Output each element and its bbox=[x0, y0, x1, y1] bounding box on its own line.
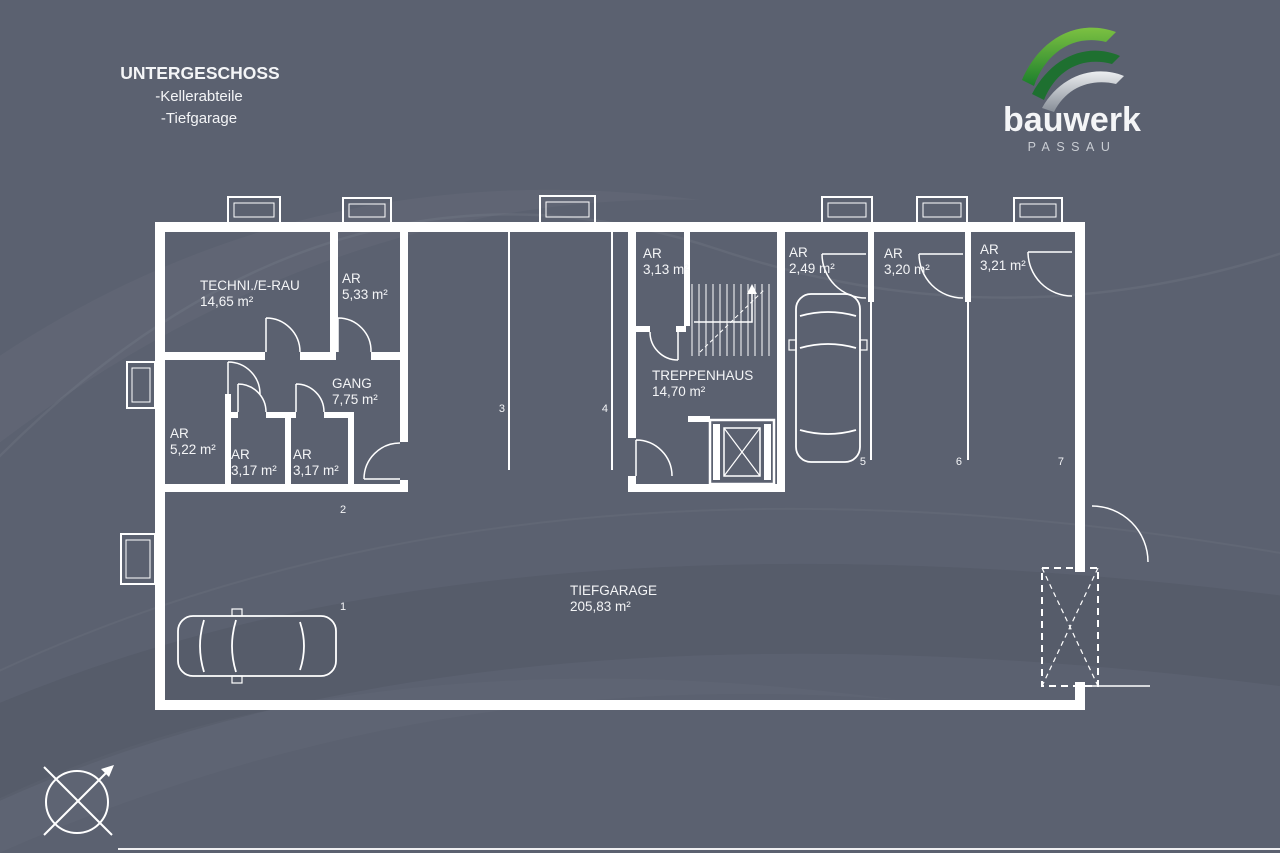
background-decor bbox=[0, 213, 1280, 801]
room-area-tiefgarage: 205,83 m² bbox=[570, 599, 631, 614]
room-label-gang: GANG bbox=[332, 376, 372, 391]
room-label-treppenhaus: TREPPENHAUS bbox=[652, 368, 753, 383]
door-swings bbox=[227, 251, 1073, 480]
room-label-ar317b: AR bbox=[293, 447, 312, 462]
room-label-tiefgarage: TIEFGARAGE bbox=[570, 583, 657, 598]
window-icon bbox=[342, 197, 392, 224]
page-header: UNTERGESCHOSS -Kellerabteile -Tiefgarage bbox=[120, 63, 279, 127]
room-labels: TECHNI./E-RAU 14,65 m² AR 5,33 m² GANG 7… bbox=[170, 242, 1026, 614]
logo-city-text: PASSAU bbox=[1028, 140, 1117, 154]
room-area-treppenhaus: 14,70 m² bbox=[652, 384, 706, 399]
parking-dividers bbox=[508, 232, 969, 470]
parking-number-2: 2 bbox=[340, 504, 346, 516]
car-icon bbox=[788, 293, 868, 463]
room-label-ar320: AR bbox=[884, 246, 903, 261]
room-area-ar321: 3,21 m² bbox=[980, 258, 1026, 273]
logo-brand-text: bauwerk bbox=[1003, 101, 1141, 139]
window-icon bbox=[120, 533, 156, 585]
parking-number-4: 4 bbox=[602, 403, 608, 415]
car-icon bbox=[177, 608, 337, 684]
window-icon bbox=[227, 196, 281, 224]
room-label-ar249: AR bbox=[789, 245, 808, 260]
page-subtitle-1: -Kellerabteile bbox=[155, 88, 243, 105]
elevator-icon bbox=[708, 418, 776, 486]
window-icon bbox=[916, 196, 968, 224]
room-area-ar313: 3,13 m² bbox=[643, 262, 689, 277]
company-logo: bauwerk PASSAU bbox=[1003, 27, 1141, 154]
room-label-ar317a: AR bbox=[231, 447, 250, 462]
logo-swoosh-icon bbox=[1022, 27, 1124, 112]
compass-icon bbox=[43, 765, 114, 836]
stairs-icon bbox=[691, 284, 770, 356]
page-subtitle-2: -Tiefgarage bbox=[161, 110, 237, 127]
parking-number-6: 6 bbox=[956, 456, 962, 468]
room-area-ar320: 3,20 m² bbox=[884, 262, 930, 277]
page-title: UNTERGESCHOSS bbox=[120, 63, 279, 83]
bottom-rule bbox=[118, 848, 1280, 850]
garage-gate bbox=[1041, 505, 1150, 687]
window-icons bbox=[120, 195, 1063, 585]
room-label-techni: TECHNI./E-RAU bbox=[200, 278, 300, 293]
window-icon bbox=[539, 195, 596, 224]
room-label-ar522: AR bbox=[170, 426, 189, 441]
room-label-ar321: AR bbox=[980, 242, 999, 257]
room-area-ar522: 5,22 m² bbox=[170, 442, 216, 457]
walls bbox=[155, 222, 1085, 710]
room-label-ar313: AR bbox=[643, 246, 662, 261]
floorplan: TECHNI./E-RAU 14,65 m² AR 5,33 m² GANG 7… bbox=[120, 195, 1150, 710]
parking-numbers: 1 2 3 4 5 6 7 bbox=[340, 403, 1064, 613]
parking-number-7: 7 bbox=[1058, 456, 1064, 468]
parking-number-5: 5 bbox=[860, 456, 866, 468]
room-area-ar249: 2,49 m² bbox=[789, 261, 835, 276]
room-area-ar317b: 3,17 m² bbox=[293, 463, 339, 478]
room-area-gang: 7,75 m² bbox=[332, 392, 378, 407]
window-icon bbox=[126, 361, 156, 409]
window-icon bbox=[821, 196, 873, 224]
parking-number-1: 1 bbox=[340, 601, 346, 613]
room-area-ar317a: 3,17 m² bbox=[231, 463, 277, 478]
room-label-ar533: AR bbox=[342, 271, 361, 286]
room-area-ar533: 5,33 m² bbox=[342, 287, 388, 302]
window-icon bbox=[1013, 197, 1063, 224]
parking-number-3: 3 bbox=[499, 403, 505, 415]
room-area-techni: 14,65 m² bbox=[200, 294, 254, 309]
